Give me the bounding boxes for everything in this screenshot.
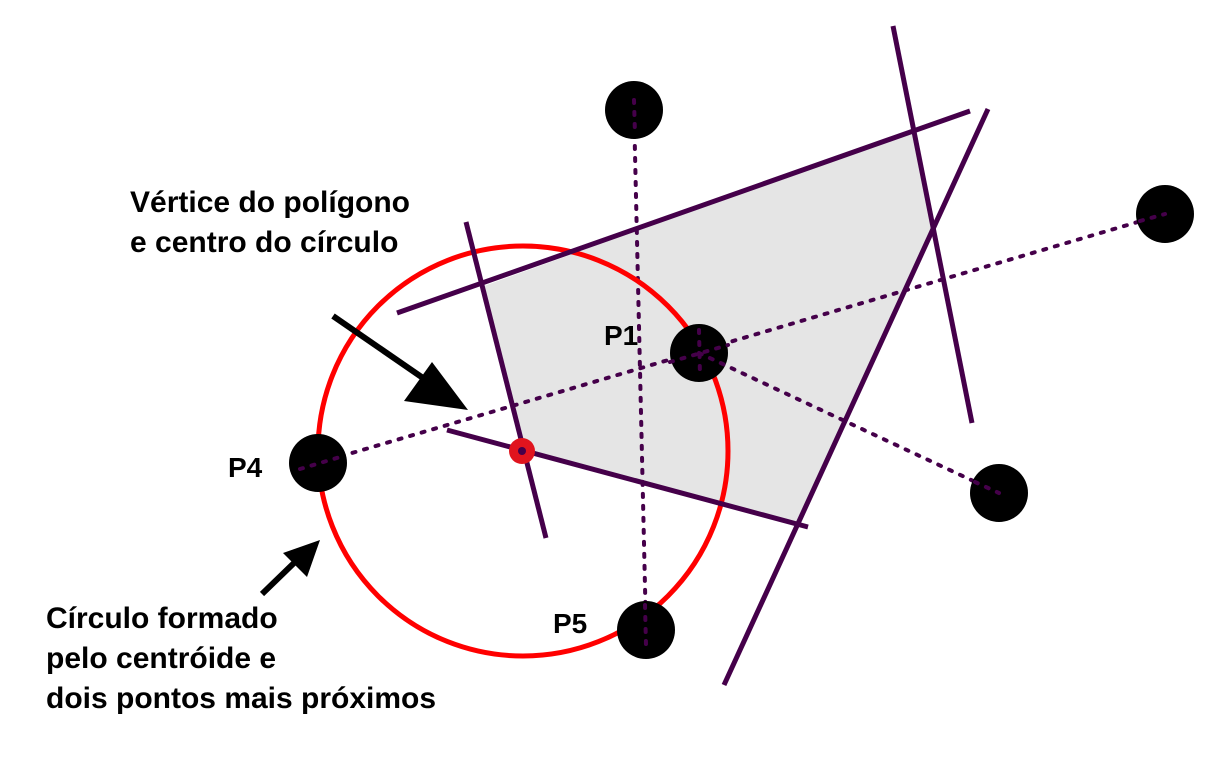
bisector-line-bottom <box>446 427 809 530</box>
label-p4: P4 <box>228 452 263 483</box>
bisector-line-left <box>463 221 549 539</box>
point-p4 <box>289 434 347 492</box>
bisector-lines <box>396 25 991 687</box>
dotted-link-p1-right-lower <box>697 351 1001 495</box>
annotation-circle-line1: Círculo formado <box>46 602 278 635</box>
label-p1: P1 <box>604 320 639 351</box>
dotted-link-top-p5 <box>632 108 648 632</box>
annotation-vertex-line2: e centro do círculo <box>130 226 399 259</box>
dotted-links <box>316 108 1167 632</box>
annotation-circle-line2: pelo centróide e <box>46 642 277 675</box>
bisector-line-top <box>396 108 971 316</box>
point-center-dots <box>298 98 1167 647</box>
bisector-line-right-long <box>721 107 991 687</box>
dotted-link-p4-right <box>316 212 1167 465</box>
annotation-circle-line3: dois pontos mais próximos <box>46 682 437 715</box>
point-top <box>605 81 663 139</box>
arrow-to-circle <box>259 540 320 597</box>
label-p5: P5 <box>553 608 588 639</box>
polygon-vertex-marker-core <box>518 447 526 455</box>
annotation-vertex-line1: Vértice do polígono <box>130 186 411 219</box>
arrow-to-vertex <box>331 313 468 410</box>
